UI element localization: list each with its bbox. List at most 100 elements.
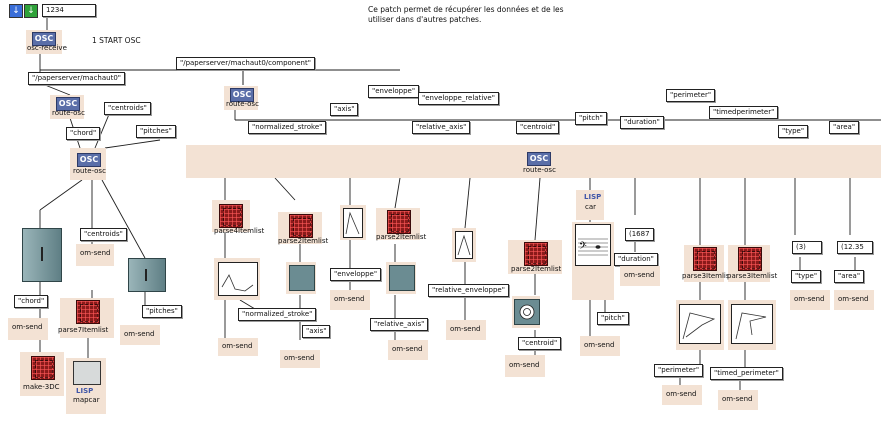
message-normalized-stroke-out[interactable]: "normalized_stroke" bbox=[238, 308, 317, 321]
value-box-duration[interactable]: (1687 bbox=[625, 228, 654, 241]
parse2-label: parse2Itemlist bbox=[376, 233, 427, 241]
message-relative-axis[interactable]: "relative_axis" bbox=[412, 121, 471, 134]
make-3dc-box[interactable]: make-3DC bbox=[20, 352, 64, 396]
bpf-enveloppe[interactable] bbox=[340, 205, 366, 240]
message-perimeter-out[interactable]: "perimeter" bbox=[654, 364, 704, 377]
chord-editor-icon[interactable] bbox=[22, 228, 62, 282]
om-send-area[interactable]: om-send bbox=[834, 290, 874, 310]
message-component[interactable]: "/paperserver/machaut0/component" bbox=[176, 57, 315, 70]
om-send-label: om-send bbox=[284, 354, 315, 362]
message-pitch-out[interactable]: "pitch" bbox=[597, 312, 629, 325]
message-type[interactable]: "type" bbox=[778, 125, 809, 138]
pitches-editor-icon[interactable] bbox=[128, 258, 166, 292]
mapcar-box[interactable]: LISP mapcar bbox=[66, 358, 106, 414]
route-osc-3[interactable]: OSC route-osc bbox=[70, 148, 106, 180]
message-area[interactable]: "area" bbox=[829, 121, 860, 134]
message-enveloppe-relative[interactable]: "enveloppe_relative" bbox=[418, 92, 499, 105]
parse2itemlist-box-axis[interactable]: parse2Itemlist bbox=[278, 212, 328, 245]
route-osc-label: route-osc bbox=[73, 167, 106, 175]
message-relative-axis-out[interactable]: "relative_axis" bbox=[370, 318, 429, 331]
parse-icon bbox=[387, 210, 411, 234]
parse2itemlist-box-centroid[interactable]: parse2Itemlist bbox=[508, 240, 562, 274]
message-timedperimeter[interactable]: "timedperimeter" bbox=[709, 106, 779, 119]
message-relative-enveloppe[interactable]: "relative_enveloppe" bbox=[428, 284, 509, 297]
om-send-label: om-send bbox=[80, 249, 111, 257]
om-send-axis[interactable]: om-send bbox=[280, 350, 320, 368]
arrow-down-icon[interactable]: ↓ bbox=[9, 4, 23, 18]
om-send-label: om-send bbox=[509, 361, 540, 369]
message-pitches-out[interactable]: "pitches" bbox=[142, 305, 182, 318]
parse7itemlist-box[interactable]: parse7Itemlist bbox=[58, 298, 114, 338]
bpc-perimeter[interactable] bbox=[676, 300, 724, 350]
route-osc-label: route-osc bbox=[226, 100, 259, 108]
om-send-type[interactable]: om-send bbox=[790, 290, 830, 310]
om-send-duration[interactable]: om-send bbox=[620, 266, 660, 286]
om-send-perimeter[interactable]: om-send bbox=[662, 385, 702, 405]
osc-receive-box[interactable]: OSC osc-receive bbox=[26, 30, 67, 54]
om-send-label: om-send bbox=[124, 330, 155, 338]
message-centroid[interactable]: "centroid" bbox=[516, 121, 560, 134]
message-timed-perimeter[interactable]: "timed_perimeter" bbox=[710, 367, 783, 380]
arrow-down-green-icon[interactable]: ↓ bbox=[24, 4, 38, 18]
parse3itemlist-box-perimeter[interactable]: parse3Itemlist bbox=[682, 245, 732, 282]
mapcar-icon bbox=[73, 361, 101, 385]
message-pitches[interactable]: "pitches" bbox=[136, 125, 176, 138]
om-send-label: om-send bbox=[222, 342, 253, 350]
om-send-centroids[interactable]: om-send bbox=[76, 244, 114, 266]
message-area-out[interactable]: "area" bbox=[834, 270, 865, 283]
message-chord[interactable]: "chord" bbox=[66, 127, 101, 140]
route-osc-label: route-osc bbox=[523, 166, 556, 174]
om-send-pitch[interactable]: om-send bbox=[580, 336, 620, 356]
number-box[interactable]: 1234 bbox=[42, 4, 96, 17]
car-box[interactable]: LISP car bbox=[576, 190, 604, 220]
message-type-out[interactable]: "type" bbox=[791, 270, 822, 283]
parse3itemlist-box-timed[interactable]: parse3Itemlist bbox=[727, 245, 777, 282]
route-osc-1[interactable]: OSC route-osc bbox=[50, 95, 85, 119]
message-pitch[interactable]: "pitch" bbox=[575, 112, 607, 125]
message-duration[interactable]: "duration" bbox=[620, 116, 664, 129]
bpf-editor bbox=[731, 304, 773, 344]
parse7-label: parse7Itemlist bbox=[58, 326, 109, 334]
centroid-editor[interactable] bbox=[512, 296, 540, 328]
message-enveloppe[interactable]: "enveloppe" bbox=[368, 85, 420, 98]
parse2-label: parse2Itemlist bbox=[278, 237, 329, 245]
message-axis-out[interactable]: "axis" bbox=[302, 325, 331, 338]
bpf-relative-axis[interactable] bbox=[386, 262, 416, 294]
bpf-enveloppe-relative[interactable] bbox=[452, 228, 476, 262]
message-axis[interactable]: "axis" bbox=[330, 103, 359, 116]
route-osc-label: route-osc bbox=[52, 109, 85, 117]
parse2itemlist-box-relative[interactable]: parse2Itemlist bbox=[376, 208, 426, 241]
om-send-centroid[interactable]: om-send bbox=[505, 355, 545, 377]
bpf-editor bbox=[679, 304, 721, 344]
parse4itemlist-box[interactable]: parse4Itemlist bbox=[212, 200, 264, 235]
value-box-area[interactable]: (12.35 bbox=[837, 241, 873, 254]
om-send-relative-enveloppe[interactable]: om-send bbox=[446, 320, 486, 340]
value-box-type[interactable]: (3) bbox=[792, 241, 822, 254]
osc-icon: OSC bbox=[77, 153, 101, 167]
note-editor[interactable]: 𝄢 bbox=[572, 222, 614, 300]
message-machaut0[interactable]: "/paperserver/machaut0" bbox=[28, 72, 125, 85]
message-enveloppe-out[interactable]: "enveloppe" bbox=[330, 268, 382, 281]
message-centroid-out[interactable]: "centroid" bbox=[518, 337, 562, 350]
om-send-relative-axis[interactable]: om-send bbox=[388, 340, 428, 360]
om-send-stroke[interactable]: om-send bbox=[218, 338, 258, 356]
osc-icon: OSC bbox=[230, 88, 254, 102]
route-osc-2[interactable]: OSC route-osc bbox=[224, 86, 259, 110]
om-send-chord[interactable]: om-send bbox=[8, 318, 48, 340]
svg-text:𝄢: 𝄢 bbox=[579, 240, 587, 254]
route-osc-main[interactable]: OSC route-osc bbox=[186, 145, 881, 178]
message-duration-out[interactable]: "duration" bbox=[614, 253, 658, 266]
message-centroids-out[interactable]: "centroids" bbox=[80, 228, 127, 241]
om-send-enveloppe[interactable]: om-send bbox=[330, 290, 370, 310]
bpf-axis[interactable] bbox=[286, 262, 316, 294]
bpc-timed-perimeter[interactable] bbox=[728, 300, 776, 350]
message-normalized-stroke[interactable]: "normalized_stroke" bbox=[248, 121, 327, 134]
message-chord-out[interactable]: "chord" bbox=[14, 295, 49, 308]
lisp-label: LISP bbox=[584, 193, 602, 201]
om-send-timed-perimeter[interactable]: om-send bbox=[718, 390, 758, 410]
message-perimeter[interactable]: "perimeter" bbox=[666, 89, 716, 102]
om-send-pitches[interactable]: om-send bbox=[120, 325, 160, 345]
bpf-relative-icon bbox=[389, 265, 415, 291]
message-centroids[interactable]: "centroids" bbox=[104, 102, 151, 115]
bpc-normalized-stroke[interactable] bbox=[214, 258, 260, 300]
